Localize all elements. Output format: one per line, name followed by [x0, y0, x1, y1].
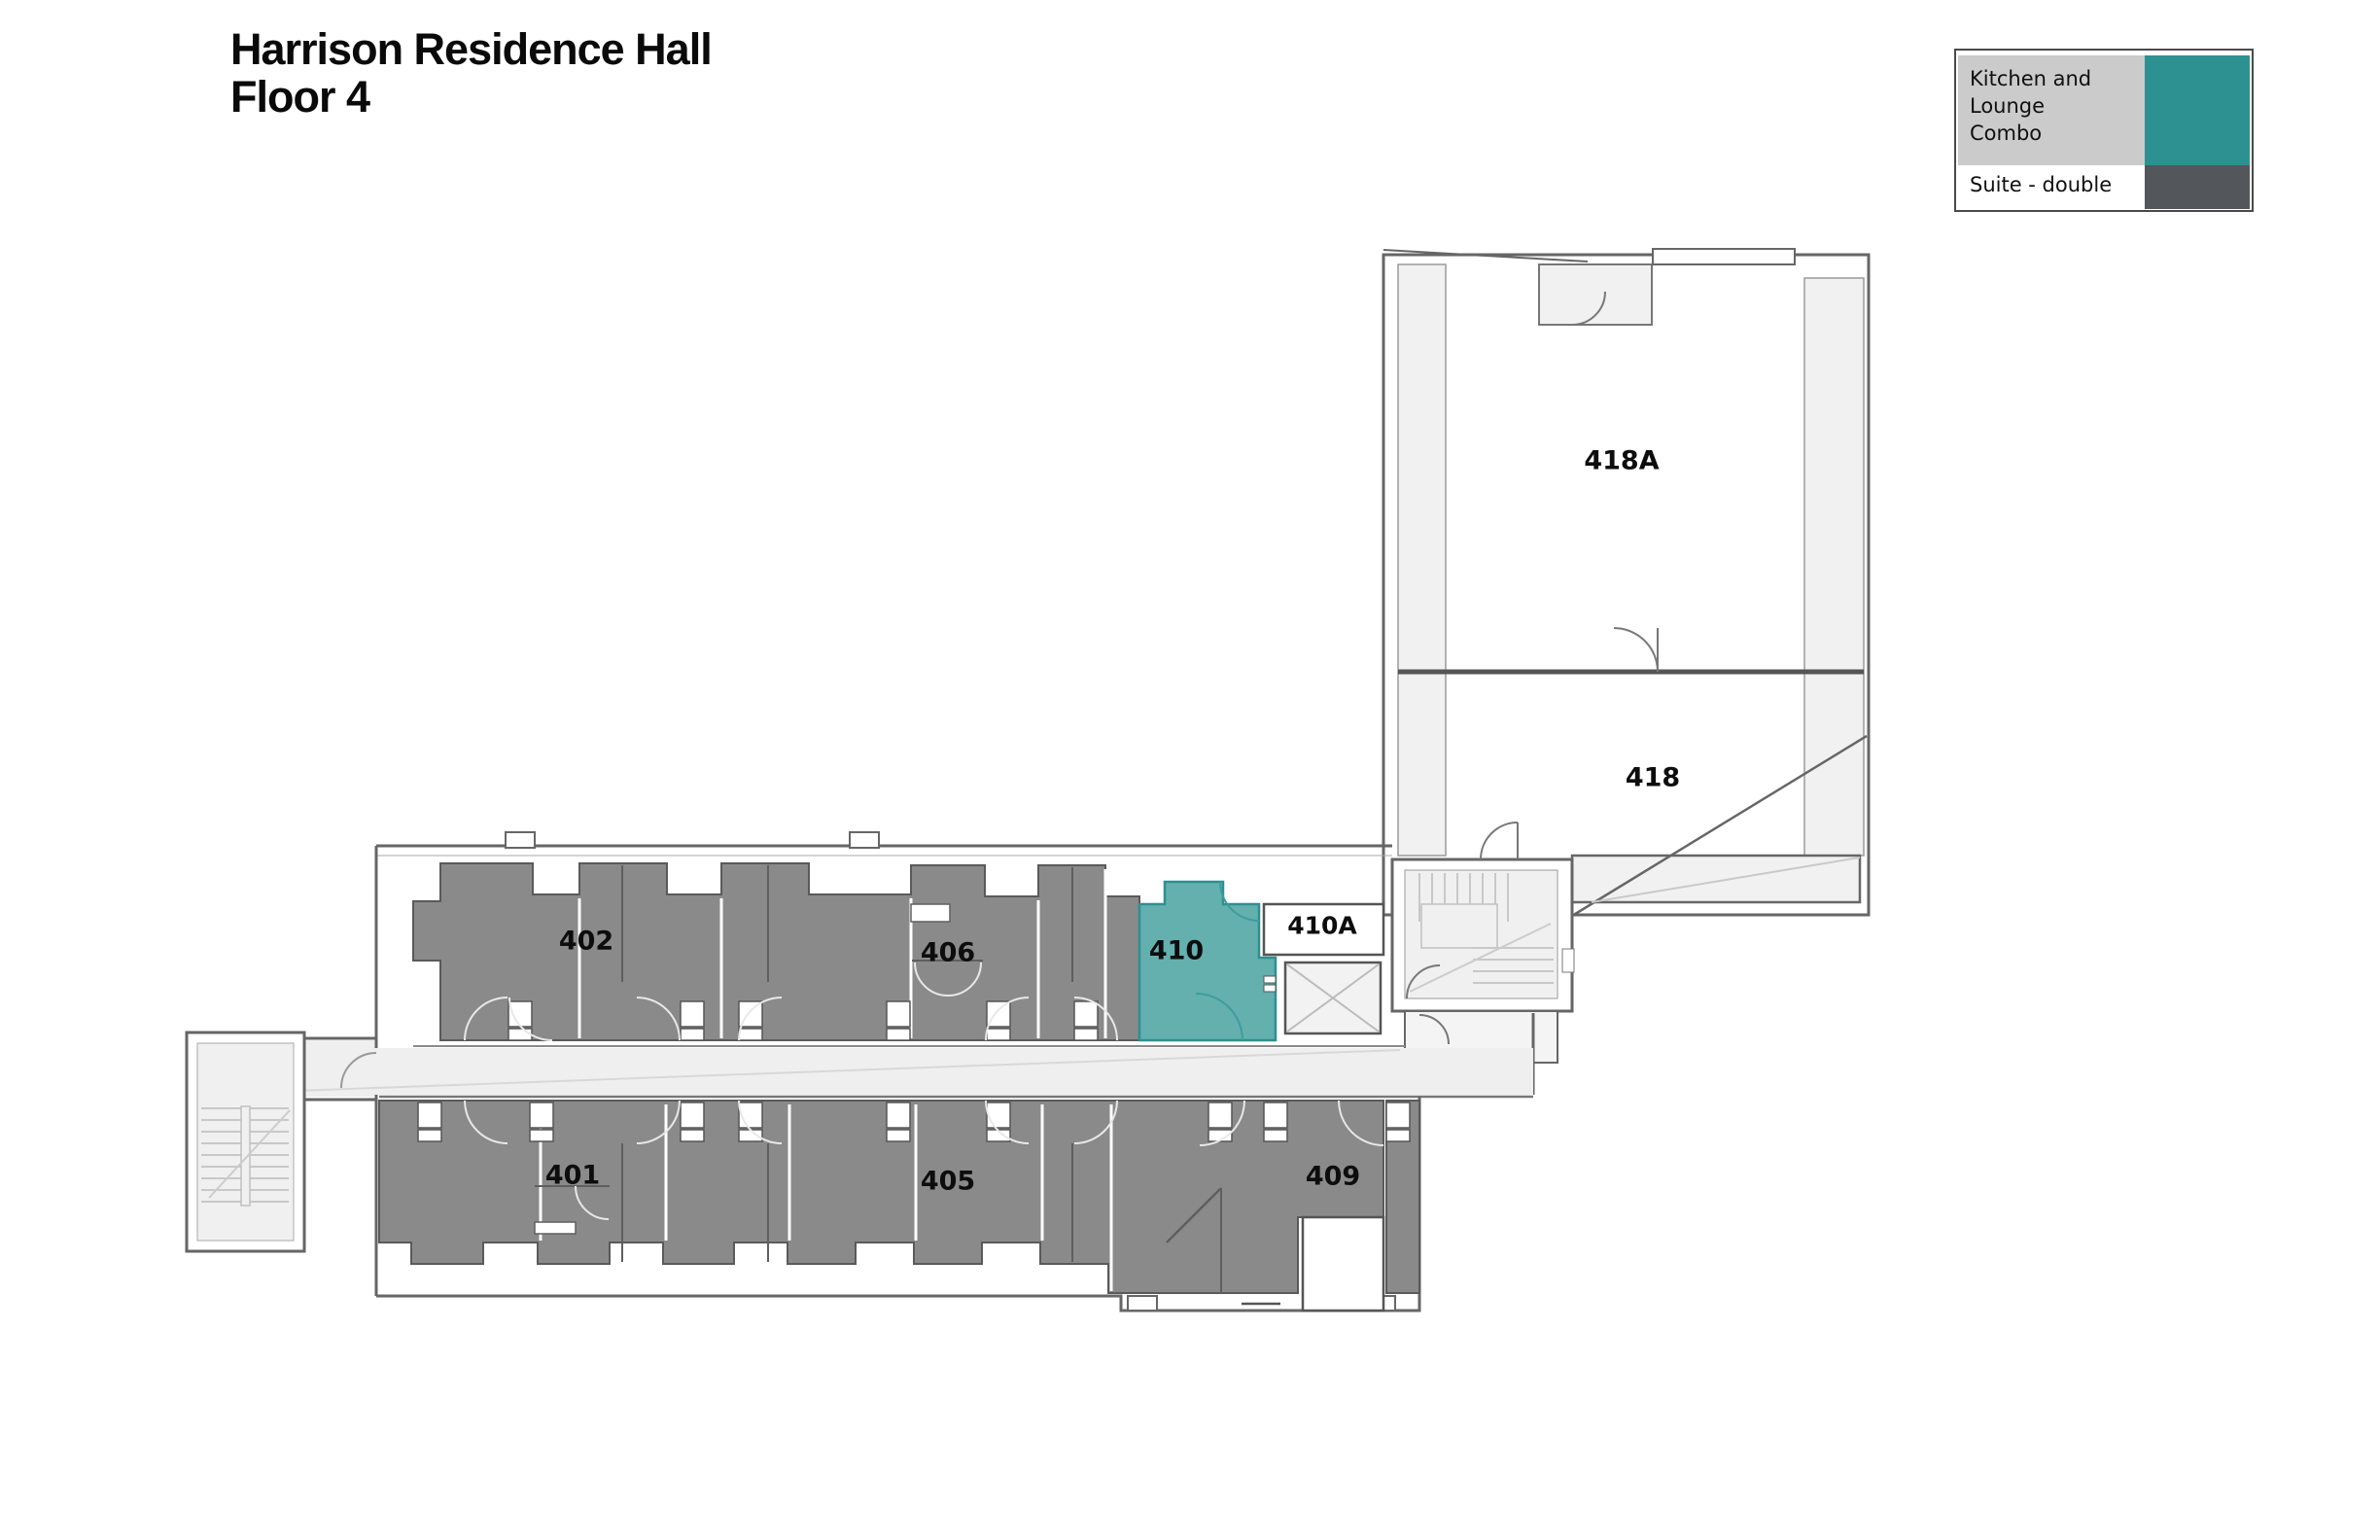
- room-label-418A: 418A: [1584, 446, 1659, 476]
- room-label-406: 406: [921, 938, 975, 968]
- building-name: Harrison Residence Hall: [230, 24, 713, 74]
- room-label-410A: 410A: [1287, 912, 1357, 940]
- legend-swatch-kitchen-lounge: [2145, 55, 2250, 165]
- room-label-409: 409: [1306, 1162, 1360, 1192]
- main-wing: [185, 831, 1533, 1312]
- room-410A-shape: [1262, 902, 1385, 957]
- legend-label-suite-double: Suite - double: [1958, 165, 2145, 209]
- legend-swatch-suite-double: [2145, 165, 2250, 209]
- room-410-group: [1138, 880, 1278, 1042]
- floor-name: Floor 4: [230, 72, 370, 122]
- room-label-405: 405: [921, 1167, 975, 1197]
- room-label-410: 410: [1149, 936, 1204, 966]
- suite-band-south: [378, 1100, 1384, 1294]
- room-410-shape: [1138, 880, 1278, 1042]
- room-label-418: 418: [1626, 763, 1680, 793]
- room-label-401: 401: [545, 1161, 600, 1191]
- north-suites: [412, 862, 1140, 1041]
- south-suites: [378, 1100, 1420, 1312]
- room-labels: 401 402 405 406 409 410 410A 418 418A: [545, 446, 1680, 1197]
- west-stairwell: [185, 1031, 377, 1253]
- room-label-402: 402: [559, 927, 613, 957]
- room-south-east-white: [1301, 1215, 1385, 1312]
- legend-label-kitchen-lounge: Kitchen and Lounge Combo: [1958, 55, 2145, 165]
- upper-building: [1382, 248, 1871, 918]
- elevator: [1283, 961, 1382, 1035]
- corridor: [294, 1048, 1533, 1095]
- legend: Kitchen and Lounge Combo Suite - double: [1954, 49, 2254, 212]
